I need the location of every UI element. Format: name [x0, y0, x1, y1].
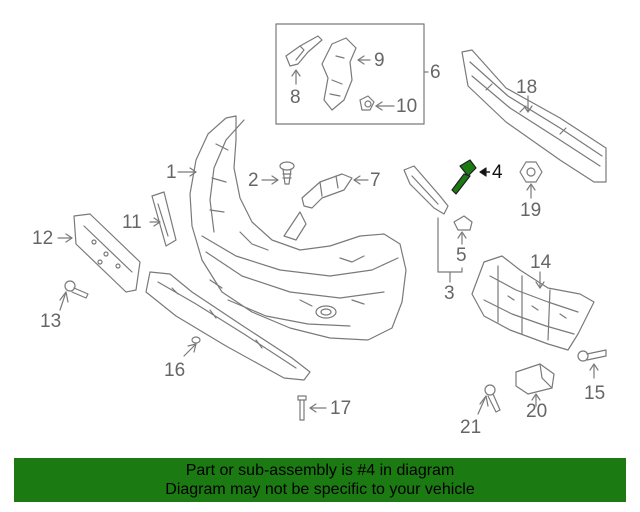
part-20-retainer [515, 363, 555, 407]
part-1-bumper-cover [177, 115, 407, 341]
part-19-nut [519, 161, 543, 199]
banner-line-2: Diagram may not be specific to your vehi… [165, 481, 475, 498]
callout-8: 8 [290, 87, 301, 108]
part-14-side-bracket [471, 255, 595, 351]
part-17-pin [297, 395, 327, 421]
callout-20: 20 [526, 401, 548, 422]
part-2-screw [261, 161, 295, 185]
callout-15: 15 [584, 383, 606, 404]
callout-5: 5 [456, 245, 467, 266]
callout-11: 11 [122, 212, 142, 233]
callout-13: 13 [40, 311, 62, 332]
callout-21: 21 [460, 417, 482, 438]
part-16-deflector [145, 271, 311, 381]
part-8-bracket [285, 35, 323, 85]
part-4-bolt-highlighted [451, 159, 490, 195]
part-3-bracket [403, 165, 463, 283]
callout-1: 1 [166, 162, 177, 183]
part-21-screw [477, 384, 501, 415]
callout-9: 9 [374, 50, 385, 71]
callout-10: 10 [396, 96, 418, 117]
part-12-license-plate [57, 213, 141, 293]
callout-16: 16 [164, 360, 186, 381]
callout-18: 18 [516, 77, 538, 98]
callout-2: 2 [248, 170, 259, 191]
callout-14: 14 [530, 252, 552, 273]
banner-line-1: Part or sub-assembly is #4 in diagram [185, 462, 455, 479]
part-13-screw [59, 280, 89, 311]
part-15-screw [577, 349, 607, 379]
callout-3: 3 [444, 283, 455, 304]
part-18-reinforcement [461, 49, 607, 183]
part-11-plate-bracket [149, 191, 177, 247]
info-banner: Part or sub-assembly is #4 in diagram Di… [14, 458, 626, 502]
part-5-clip [453, 215, 473, 245]
part-9-bracket [321, 37, 371, 111]
inset-box [275, 23, 425, 125]
callout-6: 6 [430, 62, 441, 83]
callout-19: 19 [520, 200, 542, 221]
parts-diagram [57, 23, 607, 421]
callout-7: 7 [370, 170, 381, 191]
callout-17: 17 [330, 398, 352, 419]
callout-12: 12 [32, 228, 54, 249]
part-7-bracket [301, 173, 369, 209]
part-10-clip [359, 95, 395, 111]
callout-4: 4 [492, 162, 503, 183]
